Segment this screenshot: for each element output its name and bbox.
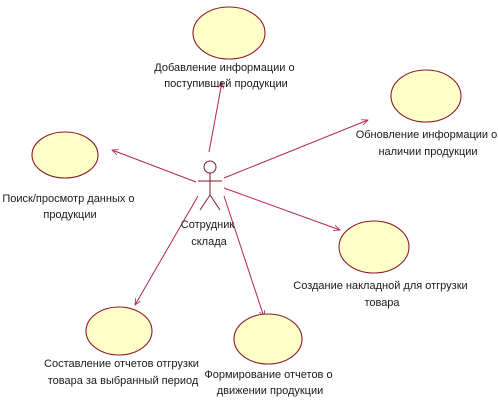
use-case-add-ellipse[interactable] [192, 6, 266, 60]
use-case-search-ellipse[interactable] [31, 131, 99, 179]
use-case-add-label: Добавление информации о поступившей прод… [154, 62, 297, 90]
association-search [112, 150, 197, 183]
association-update [223, 120, 368, 179]
association-movement-reports [223, 195, 264, 317]
association-invoice [223, 187, 340, 230]
use-case-update-ellipse[interactable] [390, 69, 462, 123]
use-case-invoice-ellipse[interactable] [338, 220, 410, 274]
use-case-update-label: Обновление информации о наличии продукци… [356, 129, 498, 158]
use-case-movement-reports-ellipse[interactable] [233, 313, 303, 365]
actor-label: Сотрудник склада [181, 219, 238, 248]
use-case-invoice-label: Создание накладной для отгрузки товара [293, 280, 470, 309]
use-case-search-label: Поиск/просмотр данных о продукции [2, 193, 137, 221]
use-case-movement-reports-label: Формирование отчетов о движении продукци… [204, 369, 335, 397]
actor-icon[interactable] [198, 160, 222, 211]
association-shipment-reports [135, 195, 199, 305]
association-add [208, 82, 222, 153]
use-case-shipment-reports-ellipse[interactable] [85, 306, 153, 356]
use-case-shipment-reports-label: Составление отчетов отгрузки товара за в… [44, 358, 202, 387]
